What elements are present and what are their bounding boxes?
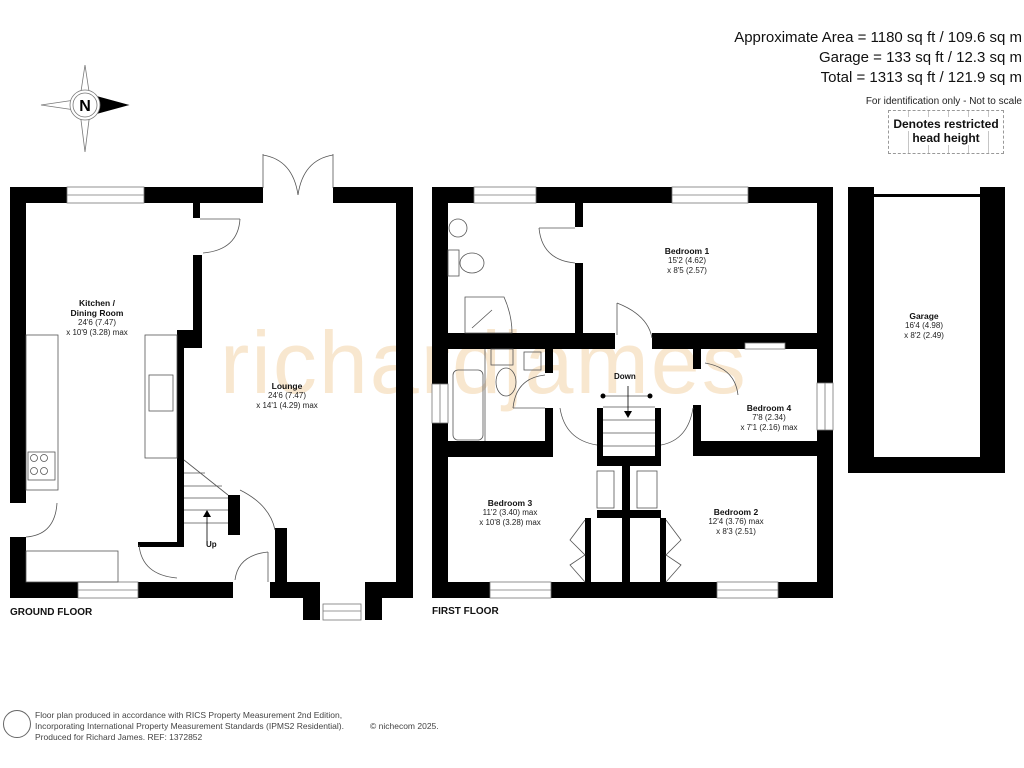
room-bedroom-4: Bedroom 4 7'8 (2.34) x 7'1 (2.16) max [740,403,797,433]
garage-area-text: Garage = 133 sq ft / 12.3 sq m [818,49,1022,66]
footer-line2: Incorporating International Property Mea… [35,721,344,731]
total-area-text: Total = 1313 sq ft / 121.9 sq m [820,69,1022,86]
room-kitchen-dining: Kitchen / Dining Room 24'6 (7.47) x 10'9… [66,298,128,338]
room-dim1: 12'4 (3.76) max [708,517,764,526]
room-garage: Garage 16'4 (4.98) x 8'2 (2.49) [904,311,944,341]
room-dim1: 24'6 (7.47) [78,318,116,327]
room-name: Bedroom 3 [487,498,533,508]
up-stairs-label: Up [206,540,217,549]
room-dim2: x 8'3 (2.51) [716,527,756,536]
scale-note: For identification only - Not to scale [865,96,1022,107]
restricted-height-legend: Denotes restricted head height [888,110,1004,154]
room-name: Kitchen / [79,298,115,308]
room-dim1: 16'4 (4.98) [905,321,943,330]
room-bedroom-3: Bedroom 3 11'2 (3.40) max x 10'8 (3.28) … [479,498,541,528]
room-dim2: x 7'1 (2.16) max [740,423,798,432]
legend-line2: head height [911,131,981,145]
first-floor-label: FIRST FLOOR [432,606,499,617]
room-dim1: 24'6 (7.47) [268,391,306,400]
room-bedroom-2: Bedroom 2 12'4 (3.76) max x 8'3 (2.51) [708,507,763,537]
room-dim1: 11'2 (3.40) max [482,508,538,517]
room-dim1: 15'2 (4.62) [668,256,706,265]
svg-text:N: N [79,98,91,115]
room-dim2: x 8'2 (2.49) [904,331,944,340]
room-dim2: x 10'8 (3.28) max [479,518,541,527]
footer-disclaimer: Floor plan produced in accordance with R… [35,710,439,743]
person-icon [3,710,31,738]
footer-line3: Produced for Richard James. REF: 1372852 [35,732,203,742]
room-dim2: x 8'5 (2.57) [667,266,707,275]
area-summary: Approximate Area = 1180 sq ft / 109.6 sq… [734,28,1022,112]
room-lounge: Lounge 24'6 (7.47) x 14'1 (4.29) max [256,381,318,411]
room-name: Bedroom 2 [713,507,759,517]
room-name: Bedroom 1 [664,246,710,256]
room-bedroom-1: Bedroom 1 15'2 (4.62) x 8'5 (2.57) [665,246,709,276]
footer-line1: Floor plan produced in accordance with R… [35,710,343,720]
legend-line1: Denotes restricted [892,117,1000,131]
room-dim2: x 14'1 (4.29) max [256,401,318,410]
approx-area-text: Approximate Area = 1180 sq ft / 109.6 sq… [734,29,1022,46]
ground-floor-label: GROUND FLOOR [10,607,93,618]
room-dim2: x 10'9 (3.28) max [66,328,128,337]
room-name: Lounge [271,381,303,391]
copyright: © nichecom 2025. [370,721,439,731]
room-name: Garage [909,311,939,321]
room-name: Bedroom 4 [746,403,792,413]
room-dim1: 7'8 (2.34) [752,413,786,422]
compass-icon: N [40,64,130,153]
down-stairs-label: Down [614,372,636,381]
room-name-2: Dining Room [70,308,124,318]
